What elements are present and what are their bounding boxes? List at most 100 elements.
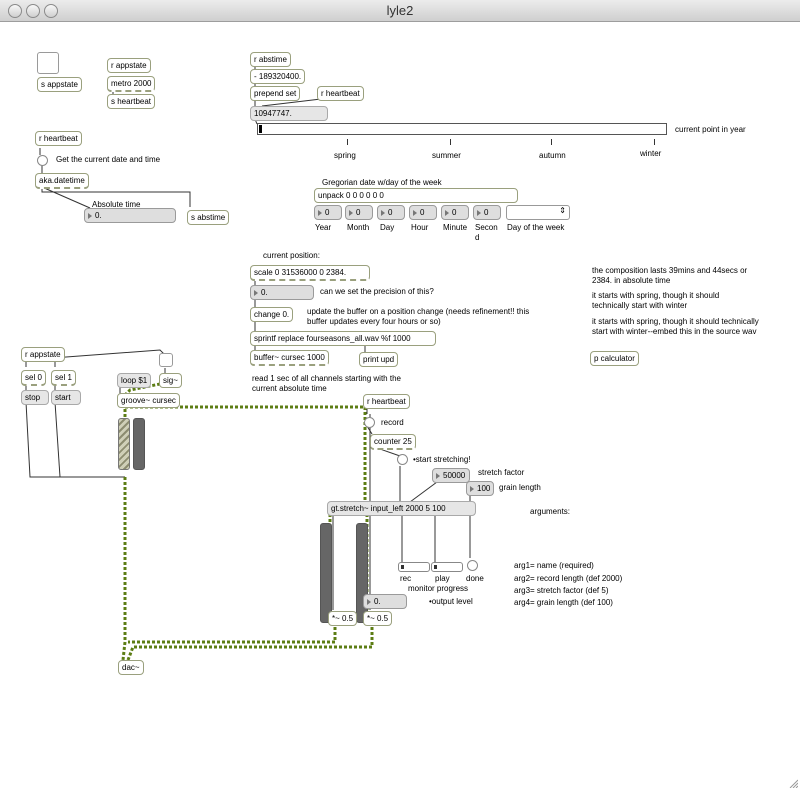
absolute-time-comment: Absolute time — [92, 200, 141, 209]
season-tick — [654, 139, 655, 145]
stretch-level-meter-left — [320, 523, 332, 623]
sel-1-object[interactable]: sel 1 — [51, 370, 76, 386]
stop-message[interactable]: stop — [21, 390, 49, 405]
play-comment: play — [435, 574, 450, 583]
r-abstime-object[interactable]: r abstime — [250, 52, 291, 67]
hour-number[interactable]: 0 — [409, 205, 437, 220]
r-appstate-left-object[interactable]: r appstate — [21, 347, 65, 362]
autumn-label: autumn — [539, 151, 566, 160]
update-buffer-comment: update the buffer on a position change (… — [307, 307, 530, 326]
summer-label: summer — [432, 151, 461, 160]
position-number[interactable]: 0. — [250, 285, 314, 300]
arg2-comment: arg2= record length (def 2000) — [514, 574, 623, 583]
s-abstime-object[interactable]: s abstime — [187, 210, 230, 225]
r-appstate-object[interactable]: r appstate — [107, 58, 151, 73]
spring-label: spring — [334, 151, 356, 160]
print-upd-object[interactable]: print upd — [359, 352, 399, 367]
current-position-comment: current position: — [263, 251, 320, 260]
appstate-toggle[interactable] — [37, 52, 59, 74]
record-bang[interactable] — [364, 417, 375, 428]
date-bang[interactable] — [37, 155, 48, 166]
start-message[interactable]: start — [51, 390, 81, 405]
groove-level-meter — [133, 418, 145, 470]
loop-toggle[interactable] — [159, 353, 173, 367]
rec-progress-slider[interactable] — [398, 562, 430, 572]
r-heartbeat-top-object[interactable]: r heartbeat — [317, 86, 364, 101]
window-titlebar: lyle2 — [0, 0, 800, 22]
day-of-week-label: Day of the week — [507, 223, 565, 232]
day-of-week-menu[interactable]: ⇕ — [506, 205, 570, 220]
rec-comment: rec — [400, 574, 412, 583]
get-date-comment: Get the current date and time — [56, 155, 161, 164]
arg1-comment: arg1= name (required) — [514, 561, 594, 570]
buffer-object[interactable]: buffer~ cursec 1000 — [250, 350, 329, 366]
abstime-number[interactable]: 0. — [84, 208, 176, 223]
spring-start-comment: it starts with spring, though it should … — [592, 291, 720, 310]
month-number[interactable]: 0 — [345, 205, 373, 220]
r-heartbeat-object[interactable]: r heartbeat — [35, 131, 82, 146]
groove-object[interactable]: groove~ cursec — [117, 393, 180, 408]
change-object[interactable]: change 0. — [250, 307, 294, 322]
counter-object[interactable]: counter 25 — [370, 434, 416, 450]
minute-number[interactable]: 0 — [441, 205, 469, 220]
sel-0-object[interactable]: sel 0 — [21, 370, 46, 386]
subtract-offset-object[interactable]: - 189320400. — [250, 69, 306, 84]
second-number[interactable]: 0 — [473, 205, 501, 220]
day-number[interactable]: 0 — [377, 205, 405, 220]
arguments-comment: arguments: — [530, 507, 571, 516]
year-position-slider[interactable] — [257, 123, 667, 135]
grain-length-comment: grain length — [499, 483, 541, 492]
gain-right-object[interactable]: *~ 0.5 — [363, 611, 393, 626]
composition-length-comment: the composition lasts 39mins and 44secs … — [592, 266, 748, 285]
arg3-comment: arg3= stretch factor (def 5) — [514, 586, 609, 595]
sig-object[interactable]: sig~ — [159, 373, 182, 388]
month-label: Month — [347, 223, 370, 232]
p-calculator-object[interactable]: p calculator — [590, 351, 639, 366]
stretch-factor-number[interactable]: 50000 — [432, 468, 470, 483]
metro-object[interactable]: metro 2000 — [107, 76, 156, 92]
zoom-window-button[interactable] — [44, 4, 58, 18]
abstime-message[interactable]: 10947747. — [250, 106, 328, 121]
play-progress-slider[interactable] — [431, 562, 463, 572]
updown-arrows-icon: ⇕ — [559, 206, 566, 215]
grain-length-number[interactable]: 100 — [466, 481, 494, 496]
loop-message[interactable]: loop $1 — [117, 373, 152, 388]
s-appstate-object[interactable]: s appstate — [37, 77, 82, 92]
stretch-bang[interactable] — [397, 454, 408, 465]
output-level-comment: •output level — [429, 597, 473, 606]
record-comment: record — [381, 418, 404, 427]
monitor-progress-comment: monitor progress — [408, 584, 469, 593]
day-label: Day — [380, 223, 395, 232]
embed-winter-comment: it starts with spring, though it should … — [592, 317, 759, 336]
close-window-button[interactable] — [8, 4, 22, 18]
hour-label: Hour — [411, 223, 429, 232]
season-tick — [347, 139, 348, 145]
winter-label: winter — [640, 149, 662, 158]
unpack-object[interactable]: unpack 0 0 0 0 0 0 — [314, 188, 518, 203]
start-stretching-comment: •start stretching! — [413, 455, 471, 464]
year-number[interactable]: 0 — [314, 205, 342, 220]
year-label: Year — [315, 223, 332, 232]
window-title: lyle2 — [386, 3, 414, 18]
gain-left-object[interactable]: *~ 0.5 — [328, 611, 358, 626]
gregorian-comment: Gregorian date w/day of the week — [322, 178, 442, 187]
r-heartbeat-mid-object[interactable]: r heartbeat — [363, 394, 410, 409]
done-bang[interactable] — [467, 560, 478, 571]
gt-stretch-object[interactable]: gt.stretch~ input_left 2000 5 100 — [327, 501, 476, 516]
season-tick — [450, 139, 451, 145]
arg4-comment: arg4= grain length (def 100) — [514, 598, 613, 607]
scale-object[interactable]: scale 0 31536000 0 2384. — [250, 265, 370, 281]
groove-level-meter — [118, 418, 130, 470]
resize-grip-icon[interactable] — [788, 778, 798, 788]
read-sec-comment: read 1 sec of all channels starting with… — [252, 374, 401, 393]
prepend-set-object[interactable]: prepend set — [250, 86, 301, 101]
dac-object[interactable]: dac~ — [118, 660, 144, 675]
patcher-canvas[interactable]: s appstate r appstate metro 2000 s heart… — [0, 22, 800, 790]
sprintf-object[interactable]: sprintf replace fourseasons_all.wav %f 1… — [250, 331, 436, 346]
precision-comment: can we set the precision of this? — [320, 287, 434, 296]
current-point-comment: current point in year — [675, 125, 746, 134]
aka-datetime-object[interactable]: aka.datetime — [35, 173, 89, 189]
minimize-window-button[interactable] — [26, 4, 40, 18]
output-level-number[interactable]: 0. — [363, 594, 407, 609]
s-heartbeat-object[interactable]: s heartbeat — [107, 94, 156, 109]
